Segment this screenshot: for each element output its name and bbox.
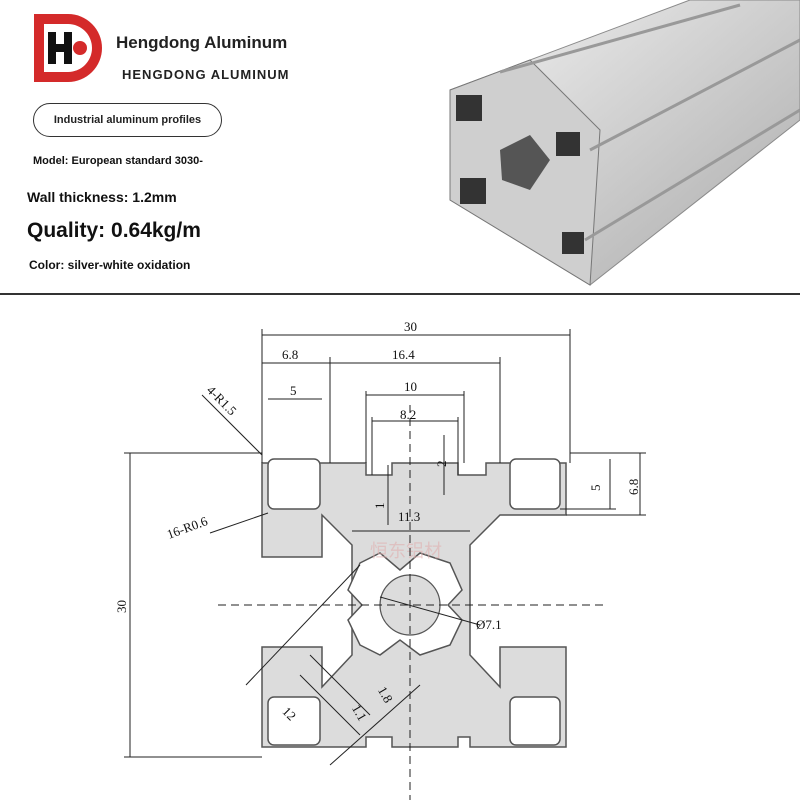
dim-core-width: 11.3 <box>398 509 420 524</box>
profile-cross-section-drawing: 恒东铝材 30 6.8 <box>114 319 646 800</box>
dim-pocket-5: 5 <box>290 383 297 398</box>
dim-web-1-8: 1.8 <box>375 684 396 706</box>
dim-center-hole: Ø7.1 <box>476 617 502 632</box>
dim-slot-opening: 8.2 <box>400 407 416 422</box>
hengdong-logo <box>34 14 102 82</box>
dim-fillet-radius: 16-R0.6 <box>165 513 210 542</box>
corner-pocket-tr <box>509 458 561 510</box>
brand-name: Hengdong Aluminum <box>116 33 288 52</box>
dim-slot-span: 16.4 <box>392 347 415 362</box>
dim-right-5: 5 <box>588 485 603 492</box>
dim-right-6-8: 6.8 <box>626 479 641 495</box>
color-text: Color: silver-white oxidation <box>29 258 191 272</box>
dim-corner-offset: 6.8 <box>282 347 298 362</box>
wall-thickness-text: Wall thickness: 1.2mm <box>27 189 177 205</box>
dim-lip-2: 2 <box>434 461 449 468</box>
corner-pocket-tl <box>267 458 321 510</box>
section-divider <box>0 293 800 295</box>
watermark: 恒东铝材 <box>370 541 442 562</box>
dim-overall-height: 30 <box>114 600 129 613</box>
corner-pocket-br <box>509 696 561 746</box>
dim-web-1-1: 1.1 <box>349 702 370 724</box>
dim-overall-width: 30 <box>404 319 417 334</box>
dim-lip-1: 1 <box>372 503 387 510</box>
profile-photo <box>449 0 800 286</box>
corner-pocket-bl <box>267 696 321 746</box>
model-text: Model: European standard 3030- <box>33 155 203 167</box>
dim-slot-10: 10 <box>404 379 417 394</box>
dim-corner-radius: 4-R1.5 <box>204 382 240 418</box>
brand-name-caps: HENGDONG ALUMINUM <box>122 67 290 82</box>
quality-text: Quality: 0.64kg/m <box>27 219 201 242</box>
category-pill-label: Industrial aluminum profiles <box>53 114 202 126</box>
category-pill: Industrial aluminum profiles <box>33 103 222 137</box>
